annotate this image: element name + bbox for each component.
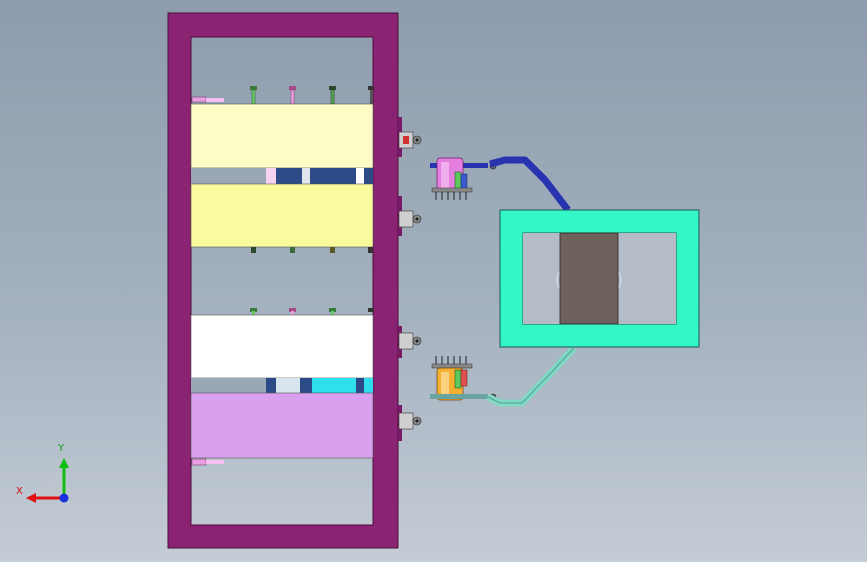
mold-core[interactable] bbox=[559, 232, 619, 325]
hose-blue[interactable] bbox=[489, 156, 571, 213]
side-connector-1[interactable] bbox=[398, 117, 422, 157]
side-connector-4[interactable] bbox=[398, 405, 422, 441]
plate-violet[interactable] bbox=[190, 392, 374, 459]
plate-white[interactable] bbox=[190, 314, 374, 379]
plate-yellow-top[interactable] bbox=[190, 103, 374, 169]
gap-strip-upper bbox=[191, 168, 373, 184]
top-pin-row-2 bbox=[250, 308, 374, 315]
top-pin-row-1 bbox=[250, 86, 374, 105]
hose-teal[interactable] bbox=[486, 345, 577, 407]
gap-strip-lower bbox=[191, 378, 373, 393]
coordinate-triad-icon bbox=[26, 458, 69, 503]
bottom-pin-row-1 bbox=[251, 247, 373, 253]
triad-y-label: Y bbox=[58, 443, 65, 454]
side-connector-2[interactable] bbox=[398, 196, 422, 236]
plate-yellow-second[interactable] bbox=[190, 183, 374, 248]
valve-assembly-upper[interactable] bbox=[430, 157, 497, 200]
mold-block[interactable] bbox=[499, 209, 700, 348]
valve-assembly-lower[interactable] bbox=[430, 356, 497, 401]
outer-frame-part[interactable] bbox=[167, 12, 399, 549]
triad-x-label: X bbox=[16, 486, 23, 497]
side-connector-3[interactable] bbox=[398, 326, 422, 358]
